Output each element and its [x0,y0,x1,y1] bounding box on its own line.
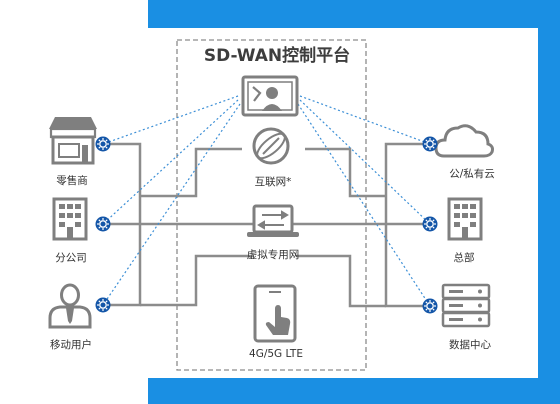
laptop-icon [247,204,299,237]
internet-label: 互联网* [254,176,292,188]
retail-label: 零售商 [56,175,88,187]
mobile-user-label: 移动用户 [50,339,92,351]
control-signals [102,95,431,307]
hq-label: 总部 [453,252,475,264]
gear-node-icon [421,297,439,315]
frame-right-bar [538,0,560,404]
frame-top-bar [148,0,560,28]
gear-node-icon [421,135,439,153]
phone-icon [253,284,297,343]
datacenter-label: 数据中心 [449,339,491,351]
internet-loop-right [305,147,386,198]
user-icon [48,283,92,329]
vpn-label: 虚拟专用网 [246,249,300,261]
internet-loop [140,147,242,198]
cloud-icon [434,124,494,158]
lte-loop-right [296,254,386,308]
branch-label: 分公司 [55,252,87,264]
gear-node-icon [94,296,112,314]
gear-node-icon [94,135,112,153]
lte-label: 4G/5G LTE [249,348,303,360]
building-icon [52,197,88,241]
globe-icon [252,127,290,165]
cloud-label: 公/私有云 [449,168,495,180]
controller-icon [241,75,299,117]
gear-node-icon [421,215,439,233]
hq-building-icon [447,197,483,241]
lte-loop-left [140,254,254,307]
gear-node-icon [94,215,112,233]
diagram-title: SD-WAN控制平台 [203,46,351,66]
storefront-icon [49,117,97,165]
frame-bottom-bar [148,378,560,404]
control-platform-box [176,39,367,371]
network-links [103,142,430,308]
datacenter-icon [441,283,491,328]
